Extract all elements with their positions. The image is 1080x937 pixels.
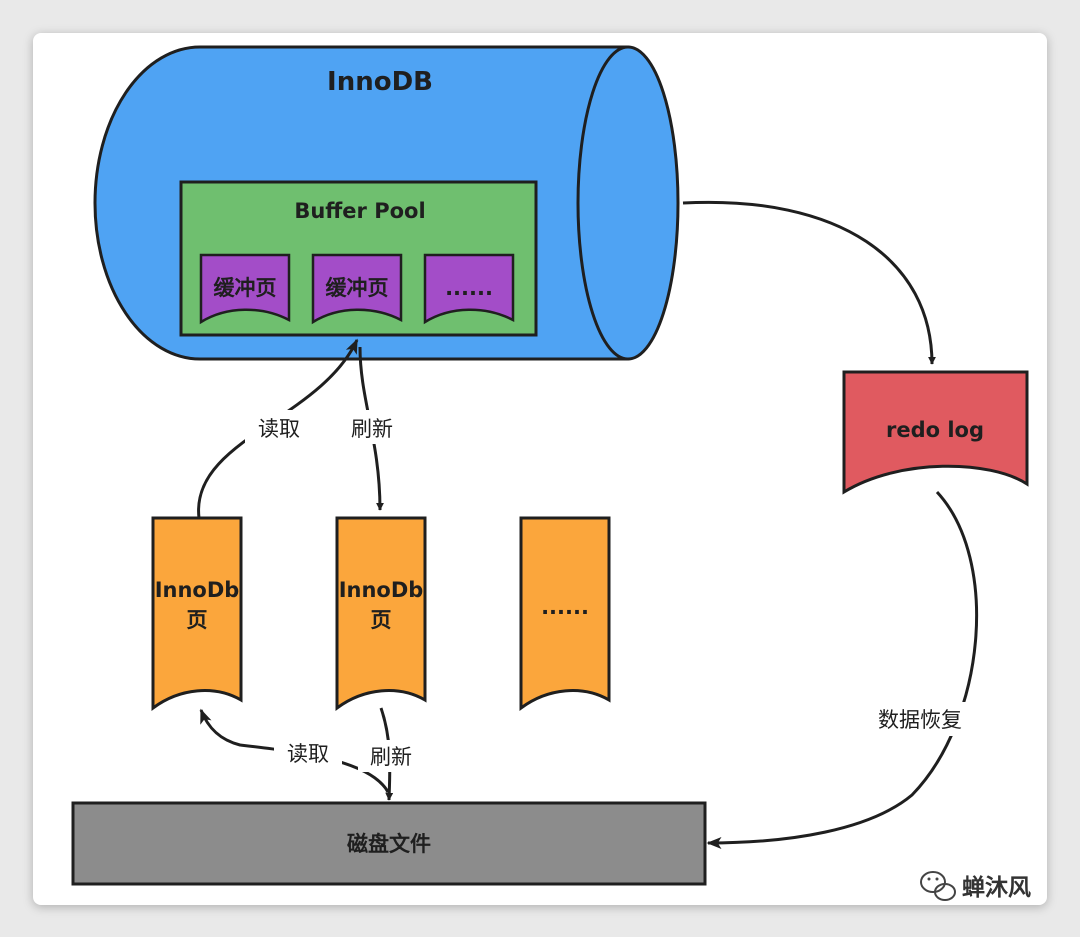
innodb-cylinder-cap xyxy=(576,45,680,361)
arrow-read-lower xyxy=(199,708,390,793)
arrow-redo-to-disk xyxy=(706,490,979,849)
buffer-page-1-label: 缓冲页 xyxy=(214,276,277,300)
arrows xyxy=(197,200,979,849)
buffer-page-3 xyxy=(423,253,515,325)
buffer-page-2-label: 缓冲页 xyxy=(326,276,389,300)
wechat-icon xyxy=(920,871,956,901)
buffer-page-1 xyxy=(199,253,291,325)
disk-page-2-line2: 页 xyxy=(371,608,392,632)
buffer-pool: Buffer Pool 缓冲页 缓冲页 ...... xyxy=(179,180,538,337)
disk-page-3 xyxy=(519,516,611,711)
arrow-read-upper-label: 读取 xyxy=(258,417,300,441)
redo-log-shape xyxy=(842,370,1029,495)
arrow-innodb-to-redo xyxy=(682,200,936,365)
redo-log-label: redo log xyxy=(886,418,984,442)
buffer-pool-title: Buffer Pool xyxy=(294,199,425,223)
disk-page-2 xyxy=(335,516,427,711)
disk-page-1-line2: 页 xyxy=(187,608,208,632)
disk-file-box xyxy=(71,801,707,886)
arrow-recovery-label: 数据恢复 xyxy=(878,708,962,732)
disk-file: 磁盘文件 xyxy=(71,801,707,886)
arrow-flush-lower-label: 刷新 xyxy=(370,745,412,769)
watermark-text: 蝉沐风 xyxy=(962,874,1031,901)
buffer-page-3-label: ...... xyxy=(445,276,493,300)
buffer-page-2 xyxy=(311,253,403,325)
redo-log: redo log xyxy=(842,370,1029,495)
disk-page-3-label: ...... xyxy=(541,595,589,619)
disk-pages: InnoDb 页 InnoDb 页 ...... xyxy=(151,516,611,711)
disk-page-1-line1: InnoDb xyxy=(155,578,240,602)
watermark: 蝉沐风 xyxy=(920,871,1031,901)
disk-file-label: 磁盘文件 xyxy=(347,832,431,856)
disk-page-2-line1: InnoDb xyxy=(339,578,424,602)
innodb-title: InnoDB xyxy=(327,67,433,97)
arrow-flush-upper-label: 刷新 xyxy=(351,417,393,441)
arrow-read-lower-label: 读取 xyxy=(287,742,329,766)
arrow-labels: 读取 刷新 读取 刷新 数据恢复 xyxy=(245,410,974,772)
disk-page-1 xyxy=(151,516,243,711)
